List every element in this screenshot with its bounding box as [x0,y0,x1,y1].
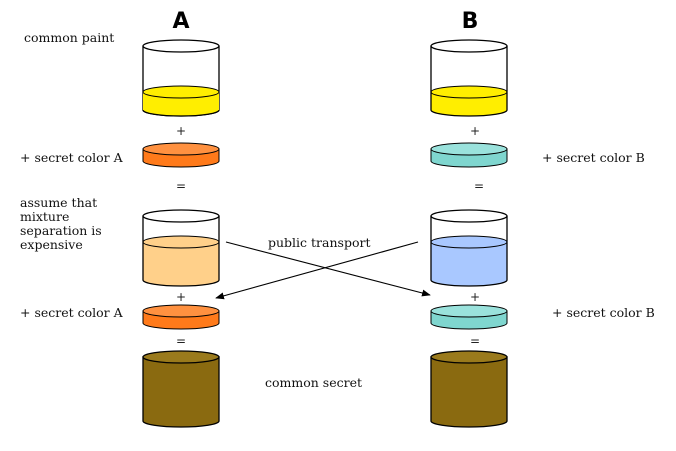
plus-b-1: + [470,124,480,138]
label-secret-color-a-bottom: + secret color A [20,305,124,320]
beaker-a-mixture [142,209,220,287]
label-common-secret: common secret [265,375,362,390]
fill-a-common-paint [143,92,219,116]
label-assume-line-3: separation is [20,223,102,238]
fill-a-mixture [143,242,219,286]
plus-a-2: + [176,290,186,304]
header-b: B [462,9,479,34]
beaker-b-common-paint [430,39,508,117]
plus-b-2: + [470,290,480,304]
equals-b-1: = [474,179,484,193]
plus-a-1: + [176,124,186,138]
label-public-transport: public transport [268,235,370,250]
label-assume-line-1: assume that [20,195,97,210]
label-common-paint: common paint [24,30,114,45]
disc-a-secret-color-bottom [142,304,220,330]
disc-a-secret-color-top [142,142,220,168]
beaker-b-mixture [430,209,508,287]
fill-b-common-paint [431,92,507,116]
fill-b-mixture [431,242,507,286]
label-assume-line-2: mixture [20,209,69,224]
equals-a-2: = [176,334,186,348]
arrow-b-to-a [215,241,419,300]
label-secret-color-a-top: + secret color A [20,150,124,165]
disc-b-secret-color-top [430,142,508,168]
label-secret-color-b-bottom: + secret color B [552,305,655,320]
label-assume-line-4: expensive [20,237,83,252]
disc-b-secret-color-bottom [430,304,508,330]
beaker-a-common-paint [142,39,220,117]
label-secret-color-b-top: + secret color B [542,150,645,165]
equals-b-2: = [470,334,480,348]
equals-a-1: = [176,179,186,193]
cylinder-a-common-secret [142,350,220,428]
arrow-a-to-b [225,241,431,297]
cylinder-b-common-secret [430,350,508,428]
header-a: A [172,9,189,34]
